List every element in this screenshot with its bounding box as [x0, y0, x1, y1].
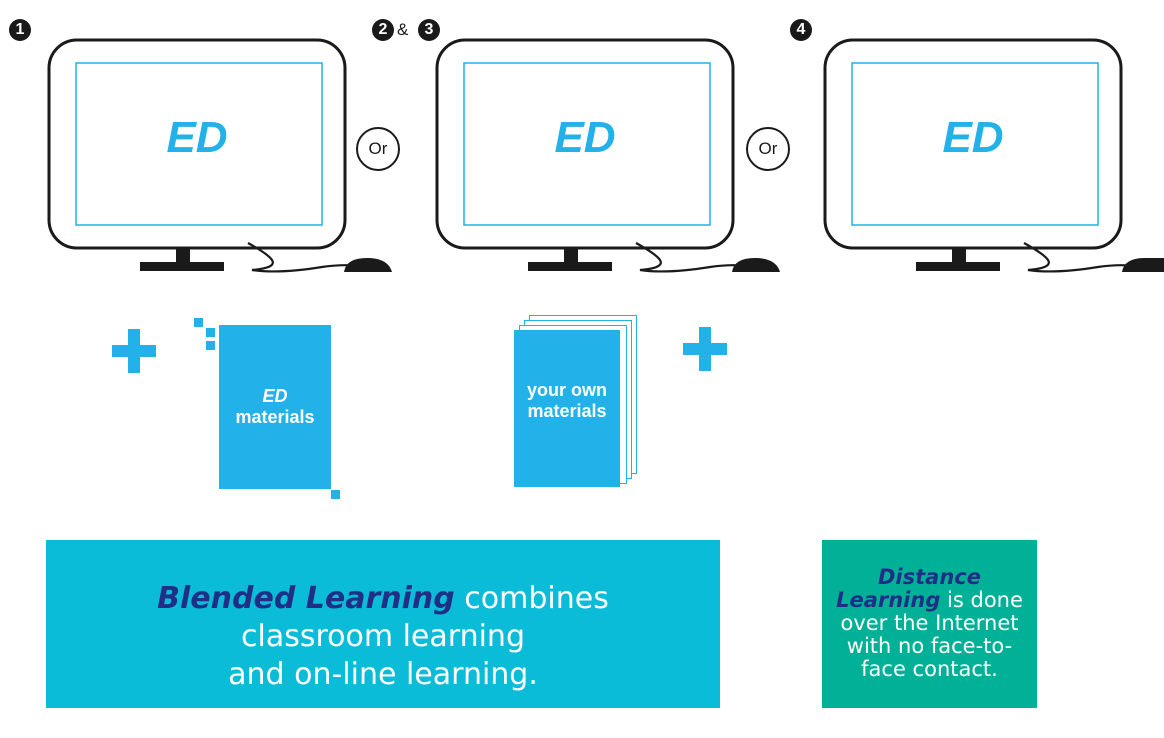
distance-line-4: with no face-to- [846, 634, 1013, 658]
monitor-3-screen-label: ED [942, 113, 1004, 162]
monitor-2-screen-label: ED [554, 113, 616, 162]
ed-materials-label-line1: ED [262, 386, 288, 406]
decorative-square [194, 318, 203, 327]
step-ampersand: & [397, 20, 409, 39]
step-3-badge: 3 [418, 19, 440, 41]
step-1-badge: 1 [9, 19, 31, 41]
decorative-square [331, 490, 340, 499]
distance-line-3: over the Internet [840, 611, 1019, 635]
decorative-square [206, 328, 215, 337]
own-materials-label: your own materials [514, 380, 620, 422]
decorative-square [206, 341, 215, 350]
own-materials-document-stack-icon [514, 330, 620, 487]
plus-icon [683, 327, 727, 371]
mouse-icon [1122, 258, 1164, 272]
distance-learning-term-line2: Learning [836, 588, 941, 612]
monitor-3: ED [818, 36, 1164, 273]
ed-materials-label-line2: materials [235, 407, 315, 427]
mouse-icon [344, 258, 392, 272]
distance-line-2-rest: is done [940, 588, 1023, 612]
blended-line-3: and on-line learning. [228, 657, 538, 692]
monitor-1-screen-label: ED [166, 113, 228, 162]
or-label-1: Or [356, 127, 400, 171]
monitor-icon [823, 38, 1137, 273]
distance-learning-term-line1: Distance [878, 565, 981, 589]
ed-materials-document-icon [219, 325, 331, 489]
or-label-2: Or [746, 127, 790, 171]
plus-icon [112, 329, 156, 373]
step-2-badge: 2 [372, 19, 394, 41]
ed-materials-label: ED materials [219, 386, 331, 428]
monitor-1: ED [42, 36, 392, 273]
monitor-2: ED [430, 36, 780, 273]
mouse-icon [732, 258, 780, 272]
distance-line-5: face contact. [861, 657, 998, 681]
own-materials-label-line2: materials [527, 401, 607, 421]
distance-learning-box: Distance Learning is done over the Inter… [822, 540, 1037, 708]
blended-learning-term: Blended Learning [157, 581, 455, 616]
blended-line-2: classroom learning [240, 619, 525, 654]
step-4-badge: 4 [790, 19, 812, 41]
blended-learning-box: Blended Learning combines classroom lear… [46, 540, 720, 708]
own-materials-label-line1: your own [527, 380, 607, 400]
monitor-icon [435, 38, 749, 273]
distance-line-2: Learning is done [822, 589, 1037, 612]
monitor-icon [47, 38, 361, 273]
blended-line-1: Blended Learning combines [46, 580, 720, 618]
blended-line-1-rest: combines [454, 581, 609, 616]
